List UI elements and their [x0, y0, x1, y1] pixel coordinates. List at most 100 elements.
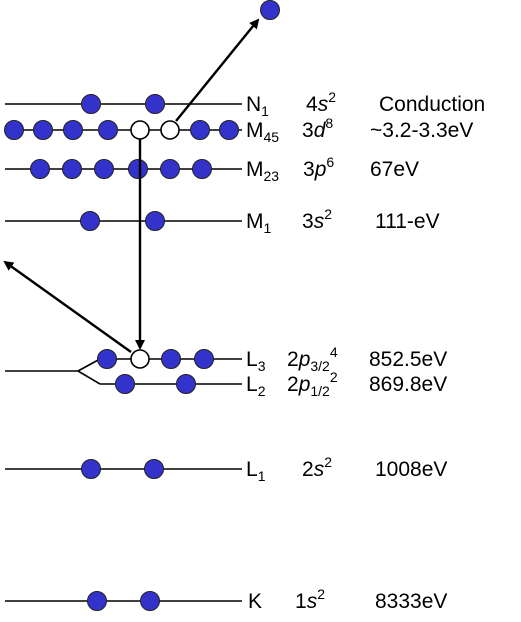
electron-l1: [144, 459, 164, 479]
orbital-letter: s: [307, 590, 318, 613]
electrons: [4, 0, 280, 611]
binding-energy-label: 111-eV: [375, 210, 440, 233]
shell-label: K: [248, 590, 262, 613]
orbital-occupancy: 2: [317, 586, 325, 602]
electron-m23: [160, 159, 180, 179]
orbital-letter: s: [314, 458, 325, 481]
shell-subscript: 3: [258, 358, 266, 374]
principal-quantum-number: 2: [302, 458, 314, 481]
electron-m23: [128, 159, 148, 179]
binding-energy-label: Conduction: [379, 93, 485, 116]
electron-m23: [94, 159, 114, 179]
shell-subscript: 1: [264, 220, 272, 236]
ejected-auger-electron: [260, 0, 280, 20]
binding-energy-label: 869.8eV: [369, 373, 447, 396]
orbital-j-subscript: 3/2: [310, 358, 330, 374]
orbital-label: 3p6: [303, 154, 334, 181]
principal-quantum-number: 2: [287, 348, 299, 371]
binding-energy-label: 852.5eV: [369, 348, 447, 371]
principal-quantum-number: 3: [302, 119, 314, 142]
orbital-occupancy: 2: [324, 454, 332, 470]
shell-label: L2: [246, 373, 266, 399]
orbital-occupancy: 4: [330, 344, 338, 360]
shell-label: L3: [246, 348, 266, 374]
orbital-label: 3d8: [302, 115, 333, 142]
binding-energy-label: ~3.2-3.3eV: [370, 119, 473, 142]
shell-subscript: 23: [264, 168, 280, 184]
orbital-label: 1s2: [295, 586, 325, 613]
principal-quantum-number: 3: [303, 158, 315, 181]
shell-letter: M: [246, 210, 264, 233]
electron-m23: [30, 159, 50, 179]
arrow-auger-ejection: [175, 18, 260, 122]
orbital-label: 2s2: [302, 454, 332, 481]
electron-m23: [192, 159, 212, 179]
shell-label: M45: [246, 119, 279, 145]
shell-letter: M: [246, 119, 264, 142]
shell-subscript: 1: [261, 103, 269, 119]
transition-arrows: [3, 18, 260, 353]
electron-n1: [145, 94, 165, 114]
electron-m23: [62, 159, 82, 179]
holes: [130, 120, 180, 369]
orbital-j-subscript: 1/2: [310, 383, 330, 399]
shell-letter: M: [246, 158, 264, 181]
orbital-occupancy: 2: [324, 206, 332, 222]
orbital-letter: d: [314, 119, 327, 142]
orbital-label: 4s2: [306, 89, 336, 116]
electron-m1: [145, 211, 165, 231]
electron-l3: [194, 349, 214, 369]
shell-letter: L: [246, 348, 258, 371]
electron-m45: [98, 120, 118, 140]
electron-m45: [190, 120, 210, 140]
orbital-occupancy: 6: [326, 154, 334, 170]
level-line-l2-branch: [77, 370, 101, 385]
electron-m45: [219, 120, 239, 140]
orbital-label: 3s2: [302, 206, 332, 233]
electron-m45: [33, 120, 53, 140]
hole-l3: [130, 349, 150, 369]
orbital-occupancy: 2: [330, 369, 338, 385]
binding-energy-label: 8333eV: [375, 590, 447, 613]
level-line-l3-branch: [77, 358, 101, 372]
shell-letter: N: [246, 93, 261, 116]
orbital-letter: p: [314, 158, 327, 181]
shell-label: M23: [246, 158, 279, 184]
arrow-l3-ionization: [3, 260, 132, 353]
shell-letter: L: [246, 458, 258, 481]
orbital-letter: p: [298, 373, 311, 396]
principal-quantum-number: 2: [287, 373, 299, 396]
electron-l2: [176, 374, 196, 394]
electron-n1: [81, 94, 101, 114]
electron-l3: [97, 349, 117, 369]
electron-m45: [4, 120, 24, 140]
binding-energy-label: 67eV: [370, 158, 419, 181]
principal-quantum-number: 1: [295, 590, 307, 613]
orbital-letter: s: [314, 210, 325, 233]
orbital-label: 2p1/22: [287, 369, 338, 399]
electron-m1: [80, 211, 100, 231]
shell-letter: L: [246, 373, 258, 396]
shell-subscript: 1: [258, 468, 266, 484]
electron-l3: [161, 349, 181, 369]
shell-label: M1: [246, 210, 272, 236]
orbital-letter: s: [318, 93, 329, 116]
hole-m45-1: [130, 120, 150, 140]
orbital-occupancy: 8: [325, 115, 333, 131]
shell-label: L1: [246, 458, 266, 484]
orbital-label: 2p3/24: [287, 344, 338, 374]
orbital-occupancy: 2: [328, 89, 336, 105]
binding-energy-label: 1008eV: [375, 458, 447, 481]
electron-l2: [115, 374, 135, 394]
shell-subscript: 45: [264, 129, 280, 145]
hole-m45-2: [160, 120, 180, 140]
electron-k: [87, 591, 107, 611]
electron-l1: [81, 459, 101, 479]
principal-quantum-number: 3: [302, 210, 314, 233]
electron-k: [140, 591, 160, 611]
electron-m45: [63, 120, 83, 140]
shell-letter: K: [248, 590, 262, 613]
principal-quantum-number: 4: [306, 93, 318, 116]
